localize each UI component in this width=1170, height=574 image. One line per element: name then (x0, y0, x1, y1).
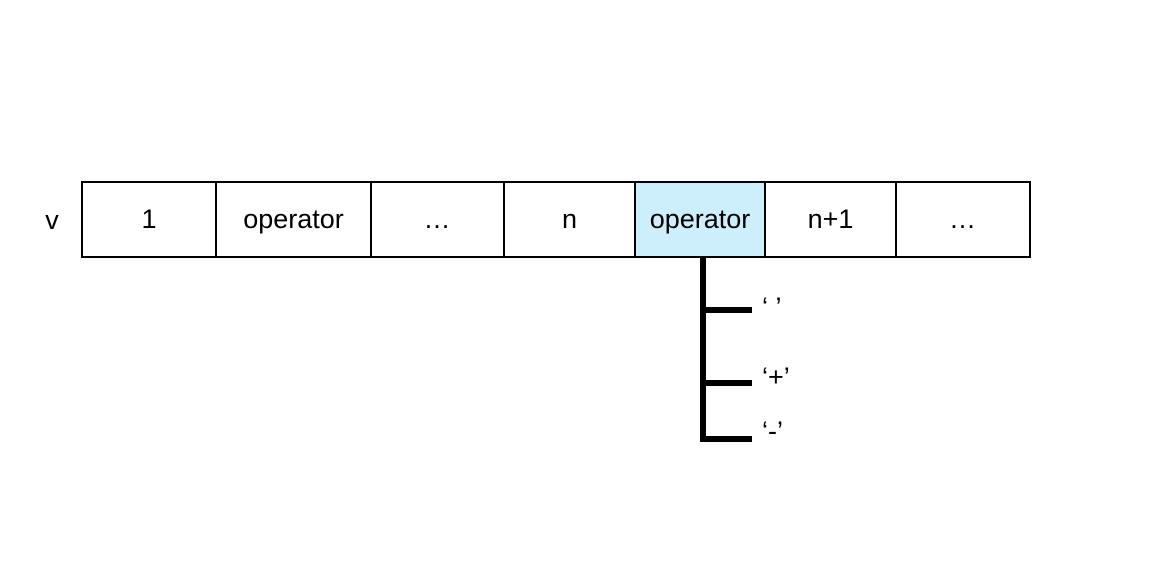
branch-label-plus: ‘+’ (762, 362, 790, 392)
tree-branch-line-2 (700, 380, 752, 386)
token-cell-operator-highlighted[interactable]: operator (634, 181, 766, 258)
branch-label-minus: ‘-’ (762, 416, 783, 446)
token-cell-ellipsis-right[interactable]: … (895, 181, 1031, 258)
tree-branch-line-3 (700, 436, 752, 442)
token-strip: 1 operator … n operator n+1 … (81, 181, 1031, 258)
tree-branch-line-1 (700, 307, 752, 313)
branch-label-space: ‘ ’ (762, 292, 782, 322)
row-label-v: v (45, 205, 59, 235)
tree-trunk-line (700, 256, 706, 442)
token-cell-1[interactable]: 1 (81, 181, 217, 258)
token-cell-n-plus-1[interactable]: n+1 (764, 181, 897, 258)
token-cell-operator-first[interactable]: operator (215, 181, 372, 258)
token-cell-ellipsis-left[interactable]: … (370, 181, 505, 258)
token-cell-n[interactable]: n (503, 181, 636, 258)
